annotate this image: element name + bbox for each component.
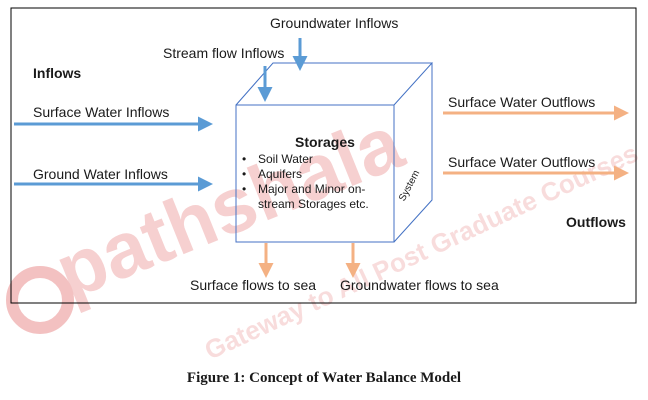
surface-water-outflows-label-1: Surface Water Outflows [448, 94, 596, 110]
storages-title: Storages [295, 134, 355, 150]
storages-list: Soil Water Aquifers Major and Minor on-s… [240, 152, 390, 212]
inflows-heading: Inflows [33, 65, 82, 81]
figure-caption: Figure 1: Concept of Water Balance Model [186, 370, 462, 386]
groundwater-flows-to-sea-label: Groundwater flows to sea [340, 277, 499, 293]
storage-item-major-minor: Major and Minor on-stream Storages etc. [240, 182, 390, 212]
system-cube [235, 62, 434, 243]
surface-water-outflows-label-2: Surface Water Outflows [448, 154, 596, 170]
groundwater-inflows-label: Groundwater Inflows [270, 15, 399, 31]
outflows-heading: Outflows [566, 214, 626, 230]
surface-water-inflows-label: Surface Water Inflows [33, 104, 170, 120]
surface-flows-to-sea-label: Surface flows to sea [190, 277, 317, 293]
diagram-frame [10, 7, 637, 304]
ground-water-inflows-label: Ground Water Inflows [33, 166, 168, 182]
stream-flow-inflows-label: Stream flow Inflows [163, 45, 285, 61]
storage-item-soil-water: Soil Water [240, 152, 390, 167]
storage-item-aquifers: Aquifers [240, 167, 390, 182]
